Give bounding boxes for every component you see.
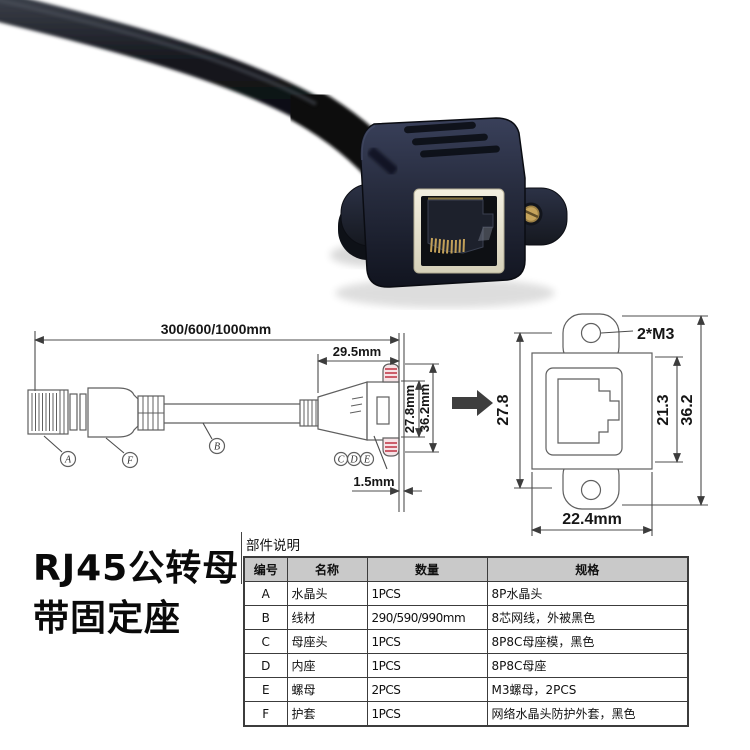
callout-e: E — [363, 455, 370, 466]
pointer-arrow-icon — [452, 390, 493, 416]
table-row: C 母座头 1PCS 8P8C母座模，黑色 — [243, 629, 689, 654]
callout-b: B — [214, 442, 220, 453]
right-screw-slot — [524, 209, 539, 219]
part-spec: 8P水晶头 — [486, 581, 689, 606]
side-inner-height-label: 27.8mm — [402, 385, 417, 433]
part-spec: 网络水晶头防护外套，黑色 — [486, 701, 689, 727]
part-name: 水晶头 — [286, 581, 368, 606]
product-title: RJ45公转母 带固定座 — [33, 544, 239, 644]
inner-height-label: 21.3 — [655, 394, 672, 425]
part-id: B — [243, 605, 288, 630]
rj45-cutout — [557, 378, 620, 444]
part-id: E — [243, 677, 288, 702]
side-view-drawing: 300/600/1000mm — [27, 321, 439, 512]
part-id: A — [243, 581, 288, 606]
cable — [0, 0, 412, 196]
product-photo — [0, 0, 568, 308]
header-qty: 数量 — [366, 556, 488, 582]
top-screw-boss — [382, 363, 400, 383]
parts-header-row: 编号 名称 数量 规格 — [243, 556, 689, 582]
dim-head-width: 29.5mm — [317, 344, 400, 393]
part-spec: 8芯网线，外被黑色 — [486, 605, 689, 630]
front-plate — [531, 352, 653, 470]
part-qty: 1PCS — [366, 653, 488, 678]
part-callouts: A F B C D E — [43, 422, 388, 470]
jack-pins — [430, 237, 465, 254]
rj45-jack-face — [413, 188, 505, 274]
part-spec: 8P8C母座模，黑色 — [486, 629, 689, 654]
callout-a: A — [64, 455, 72, 466]
caption-frame-line — [241, 532, 242, 584]
dimension-diagram: 300/600/1000mm — [27, 313, 708, 536]
dim-inner-height: 21.3 — [655, 356, 683, 463]
parts-table: 编号 名称 数量 规格 A 水晶头 1PCS 8P水晶头 B 线材 290/59… — [243, 556, 689, 727]
product-title-line1: RJ45公转母 — [33, 548, 240, 589]
part-name: 线材 — [286, 605, 368, 630]
bottom-screw-hole — [580, 479, 602, 501]
part-qty: 2PCS — [366, 677, 488, 702]
dim-side-heights: 27.8mm 36.2mm — [401, 363, 439, 453]
callout-c: C — [338, 455, 345, 466]
table-row: D 内座 1PCS 8P8C母座 — [243, 653, 689, 678]
screw-spec-label: 2*M3 — [637, 326, 674, 343]
overall-length-label: 300/600/1000mm — [161, 321, 272, 337]
header-id: 编号 — [243, 556, 288, 582]
part-spec: 8P8C母座 — [486, 653, 689, 678]
dim-outer-height: 36.2 — [622, 315, 708, 506]
header-spec: 规格 — [486, 556, 689, 582]
part-name: 母座头 — [286, 629, 368, 654]
jack-housing-front — [545, 367, 623, 456]
table-row: F 护套 1PCS 网络水晶头防护外套，黑色 — [243, 701, 689, 727]
table-row: E 螺母 2PCS M3螺母，2PCS — [243, 677, 689, 702]
part-spec: M3螺母，2PCS — [486, 677, 689, 702]
parts-caption: 部件说明 — [246, 538, 300, 554]
part-id: D — [243, 653, 288, 678]
table-row: A 水晶头 1PCS 8P水晶头 — [243, 581, 689, 606]
front-width-label: 22.4mm — [562, 511, 622, 528]
front-view-drawing: 2*M3 27.8 21.3 36.2 — [495, 313, 708, 536]
panel-thickness-label: 1.5mm — [353, 474, 394, 489]
callout-f: F — [126, 456, 134, 467]
dim-hole-spacing: 27.8 — [495, 332, 552, 489]
bottom-screw-boss — [382, 437, 400, 457]
part-qty: 1PCS — [366, 701, 488, 727]
table-row: B 线材 290/590/990mm 8芯网线，外被黑色 — [243, 605, 689, 630]
boot-outline — [87, 387, 165, 438]
part-id: F — [243, 701, 288, 727]
hole-spacing-label: 27.8 — [495, 394, 512, 425]
dim-overall-length: 300/600/1000mm — [34, 321, 400, 391]
header-name: 名称 — [286, 556, 368, 582]
dim-panel-thickness: 1.5mm — [352, 474, 422, 495]
head-width-label: 29.5mm — [333, 344, 381, 359]
dim-screw-spec: 2*M3 — [600, 326, 674, 343]
outer-height-label: 36.2 — [679, 394, 696, 425]
callout-d: D — [349, 455, 358, 466]
part-name: 内座 — [286, 653, 368, 678]
dim-front-width: 22.4mm — [531, 472, 653, 536]
part-id: C — [243, 629, 288, 654]
product-title-line2: 带固定座 — [33, 598, 182, 639]
female-head-outline — [299, 333, 405, 512]
part-qty: 1PCS — [366, 629, 488, 654]
part-name: 螺母 — [286, 677, 368, 702]
part-qty: 1PCS — [366, 581, 488, 606]
top-screw-hole — [580, 322, 602, 344]
cable-outline — [164, 403, 300, 424]
part-name: 护套 — [286, 701, 368, 727]
top-ridges — [404, 121, 500, 158]
side-outer-height-label: 36.2mm — [417, 384, 432, 432]
plug-outline — [27, 389, 87, 435]
part-qty: 290/590/990mm — [366, 605, 488, 630]
